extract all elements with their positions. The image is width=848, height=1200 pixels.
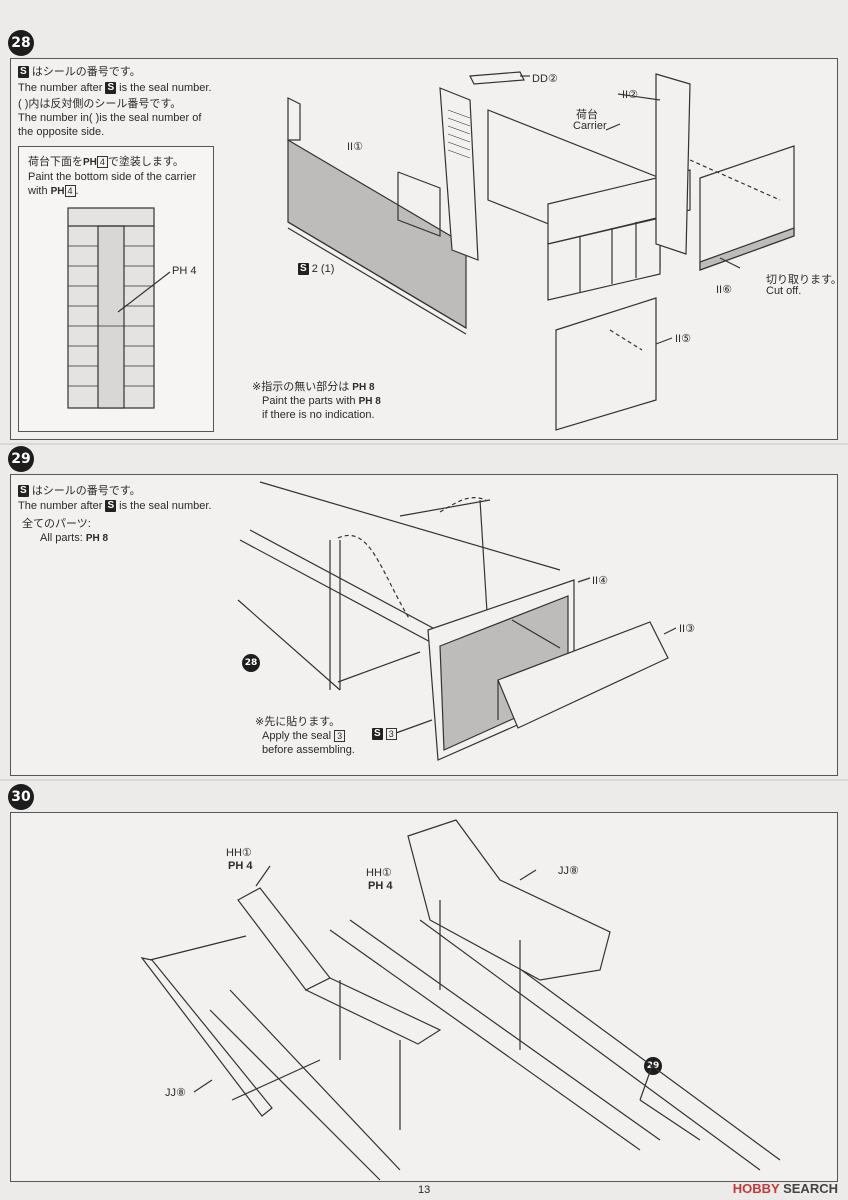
part-ii4: II④ (592, 575, 608, 587)
page-number: 13 (418, 1184, 431, 1196)
part-ii5: II⑤ (675, 333, 691, 345)
carrier-assembly-drawing (287, 71, 691, 335)
watermark-logo: HOBBY SEARCH (732, 1181, 838, 1196)
cut-off-en: Cut off. (766, 285, 802, 297)
step-29-panel (10, 474, 838, 776)
step30-assembly-drawing (140, 819, 781, 1181)
carrier-label-jp: 荷台 (576, 109, 598, 121)
seal-note-en-29: The number after S is the seal number. (18, 500, 212, 513)
part-ph4-right: PH 4 (368, 880, 393, 892)
note-no-indication-jp: ※指示の無い部分は PH 8 (252, 381, 375, 393)
opposite-note-jp: ( )内は反対側のシール番号です。 (18, 98, 182, 110)
apply-seal-en2: before assembling. (262, 744, 355, 756)
inset-ph4-label: PH 4 (172, 265, 197, 277)
note-no-indication-en1: Paint the parts with PH 8 (262, 395, 381, 407)
part-dd2: DD② (532, 73, 558, 85)
seal-note-jp: S はシールの番号です。 (18, 66, 141, 79)
part-jj8-left: JJ⑧ (165, 1087, 186, 1099)
part-ii2: II② (622, 89, 638, 101)
all-parts-en: All parts: PH 8 (40, 532, 109, 544)
panel-ii6-drawing (689, 145, 795, 271)
part-ii1: II① (347, 141, 363, 153)
part-ph4-left: PH 4 (228, 860, 253, 872)
inset-note-en1: Paint the bottom side of the carrier (28, 171, 197, 183)
seal-icon: S (105, 82, 117, 95)
seal-note-jp-29: S はシールの番号です。 (18, 485, 141, 498)
seal-note-en: The number after S is the seal number. (18, 82, 212, 95)
opposite-note-en1: The number in( )is the seal number of (18, 112, 202, 124)
step29-assembly-drawing (237, 481, 677, 761)
part-jj8-right: JJ⑧ (558, 865, 579, 877)
part-hh1-right: HH① (366, 867, 392, 879)
cut-off-jp: 切り取ります。 (766, 274, 842, 286)
ref-step-28: 28 (242, 654, 260, 672)
apply-seal-en1: Apply the seal 3 (262, 730, 346, 743)
inset-carrier-drawing (67, 207, 171, 409)
seal-3-label: S 3 (372, 728, 397, 741)
seal-2-1: S 2 (1) (298, 263, 335, 276)
note-no-indication-en2: if there is no indication. (262, 409, 375, 421)
step-30-badge: 30 (8, 784, 34, 810)
part-hh1-left: HH① (226, 847, 252, 859)
seal-icon: S (18, 66, 29, 79)
step-29-badge: 29 (8, 446, 34, 472)
opposite-note-en2: the opposite side. (18, 126, 105, 138)
step-28-badge: 28 (8, 30, 34, 56)
part-ii3: II③ (679, 623, 695, 635)
panel-ii5-drawing (555, 297, 673, 431)
part-ii6: II⑥ (716, 284, 732, 296)
carrier-label-en: Carrier (573, 120, 607, 132)
apply-seal-jp: ※先に貼ります。 (255, 716, 341, 728)
all-parts-jp: 全てのパーツ: (22, 518, 91, 530)
